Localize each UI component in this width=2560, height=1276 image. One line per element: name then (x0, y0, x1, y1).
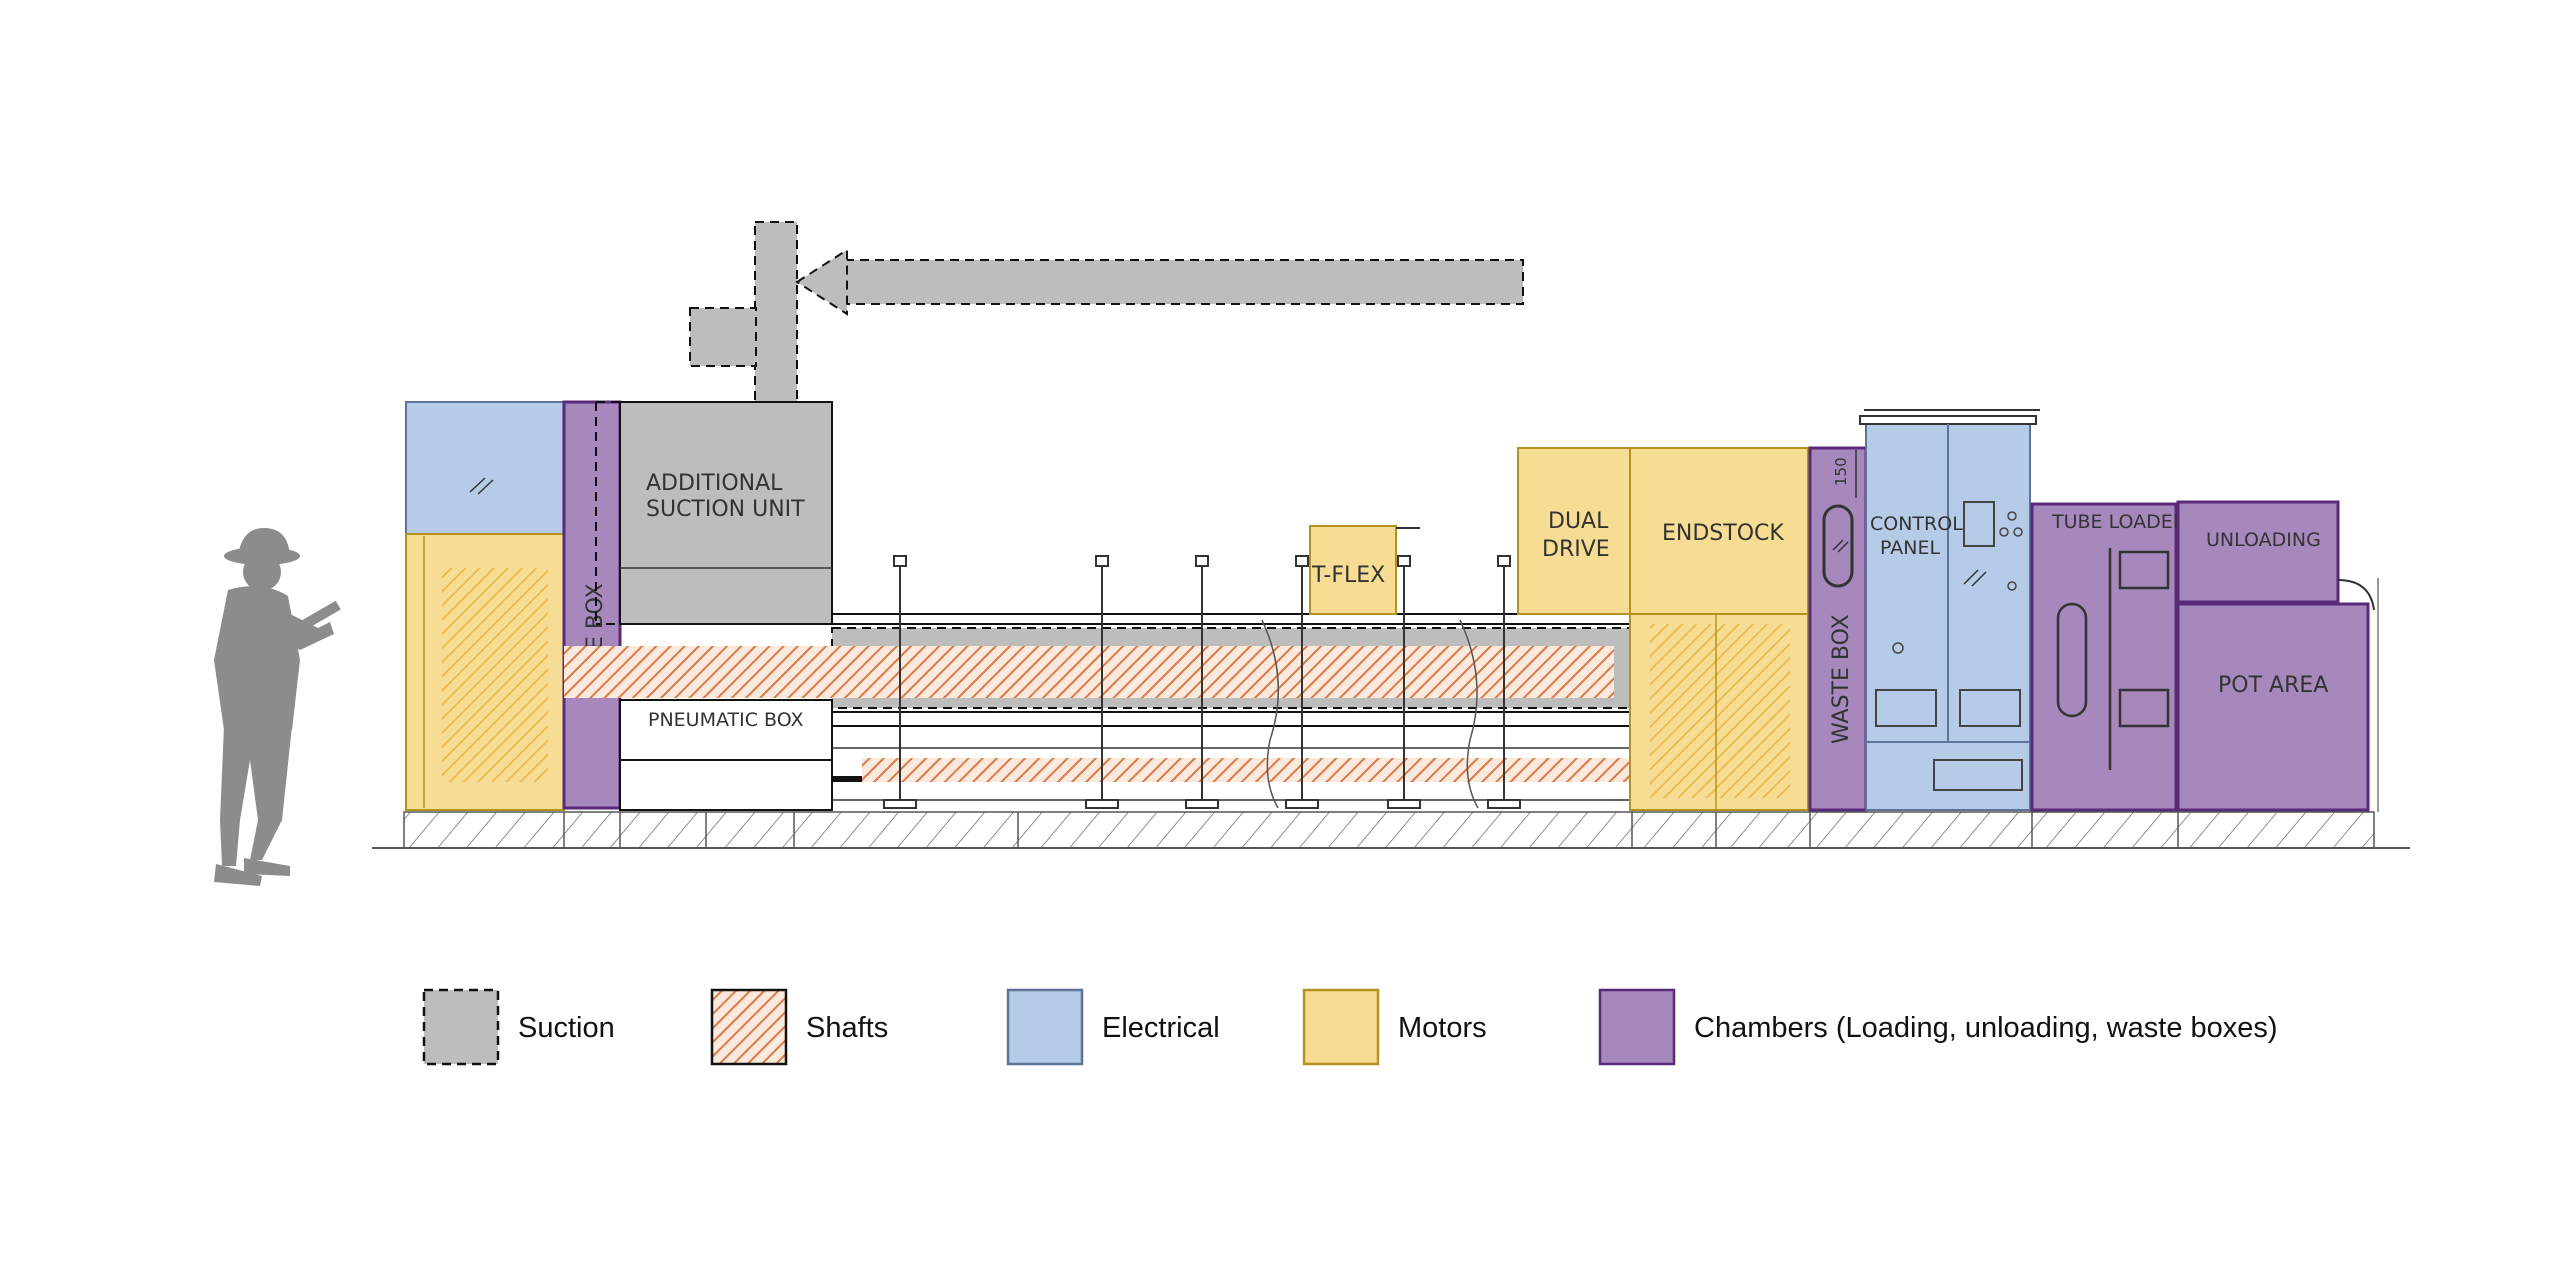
support-posts (883, 555, 1521, 809)
legend-swatch-shafts (710, 988, 788, 1066)
legend-item-suction: Suction (422, 988, 615, 1066)
left-motor-cabinet (405, 533, 565, 811)
legend-swatch-electrical (1006, 988, 1084, 1066)
pot-area-label: POT AREA (2218, 673, 2328, 698)
control-panel-label-line1: CONTROL (1870, 513, 1963, 535)
legend-label-suction: Suction (518, 1012, 615, 1044)
tube-loader-label: TUBE LOADER (2051, 511, 2186, 533)
upper-shaft (564, 646, 1614, 698)
endstock-motor: ENDSTOCK (1629, 447, 1809, 811)
t-flex-label: T-FLEX (1311, 563, 1385, 588)
legend-label-electrical: Electrical (1102, 1012, 1220, 1044)
additional-suction-unit: ADDITIONAL SUCTION UNIT (595, 401, 833, 625)
unloading-chamber: UNLOADING (2176, 500, 2340, 604)
dual-drive-label-line2: DRIVE (1542, 537, 1610, 562)
hoses (1261, 619, 1479, 809)
left-electrical-cabinet (405, 401, 565, 535)
person-silhouette-icon (214, 528, 341, 886)
dual-drive-motor: DUAL DRIVE (1517, 447, 1631, 615)
control-panel-label-line2: PANEL (1880, 537, 1940, 559)
additional-suction-label-line1: ADDITIONAL (646, 471, 783, 496)
pneumatic-box-label: PNEUMATIC BOX (648, 709, 803, 731)
legend-item-chambers: Chambers (Loading, unloading, waste boxe… (1598, 988, 2278, 1066)
legend-label-shafts: Shafts (806, 1012, 888, 1044)
legend-swatch-chambers (1598, 988, 1676, 1066)
additional-suction-label-line2: SUCTION UNIT (646, 497, 805, 522)
legend-label-motors: Motors (1398, 1012, 1487, 1044)
legend-item-shafts: Shafts (710, 988, 888, 1066)
legend-label-chambers: Chambers (Loading, unloading, waste boxe… (1694, 1012, 2278, 1044)
legend-swatch-suction (422, 988, 500, 1066)
e-box-chamber: E BOX (562, 400, 622, 810)
control-panel: CONTROL PANEL (1859, 409, 2040, 811)
tube-loader-chamber: TUBE LOADER (2030, 502, 2186, 812)
dimension-150-label: 150 (1832, 457, 1850, 486)
endstock-label: ENDSTOCK (1662, 521, 1784, 546)
lower-shaft (862, 758, 1632, 782)
dual-drive-label-line1: DUAL (1548, 509, 1609, 534)
t-flex-motor: T-FLEX (1309, 525, 1420, 615)
ground-base (372, 811, 2410, 849)
suction-duct (689, 221, 1524, 405)
legend-item-electrical: Electrical (1006, 988, 1220, 1066)
legend: Suction Shafts Electrical Motors Chamber… (422, 988, 2278, 1066)
unloading-label: UNLOADING (2206, 529, 2321, 551)
pot-area-chamber: POT AREA (2176, 578, 2379, 812)
legend-item-motors: Motors (1302, 988, 1487, 1066)
legend-swatch-motors (1302, 988, 1380, 1066)
waste-box-chamber: 150 WASTE BOX (1808, 446, 1868, 812)
waste-box-label: WASTE BOX (1829, 614, 1854, 744)
pneumatic-box: PNEUMATIC BOX (619, 699, 833, 811)
